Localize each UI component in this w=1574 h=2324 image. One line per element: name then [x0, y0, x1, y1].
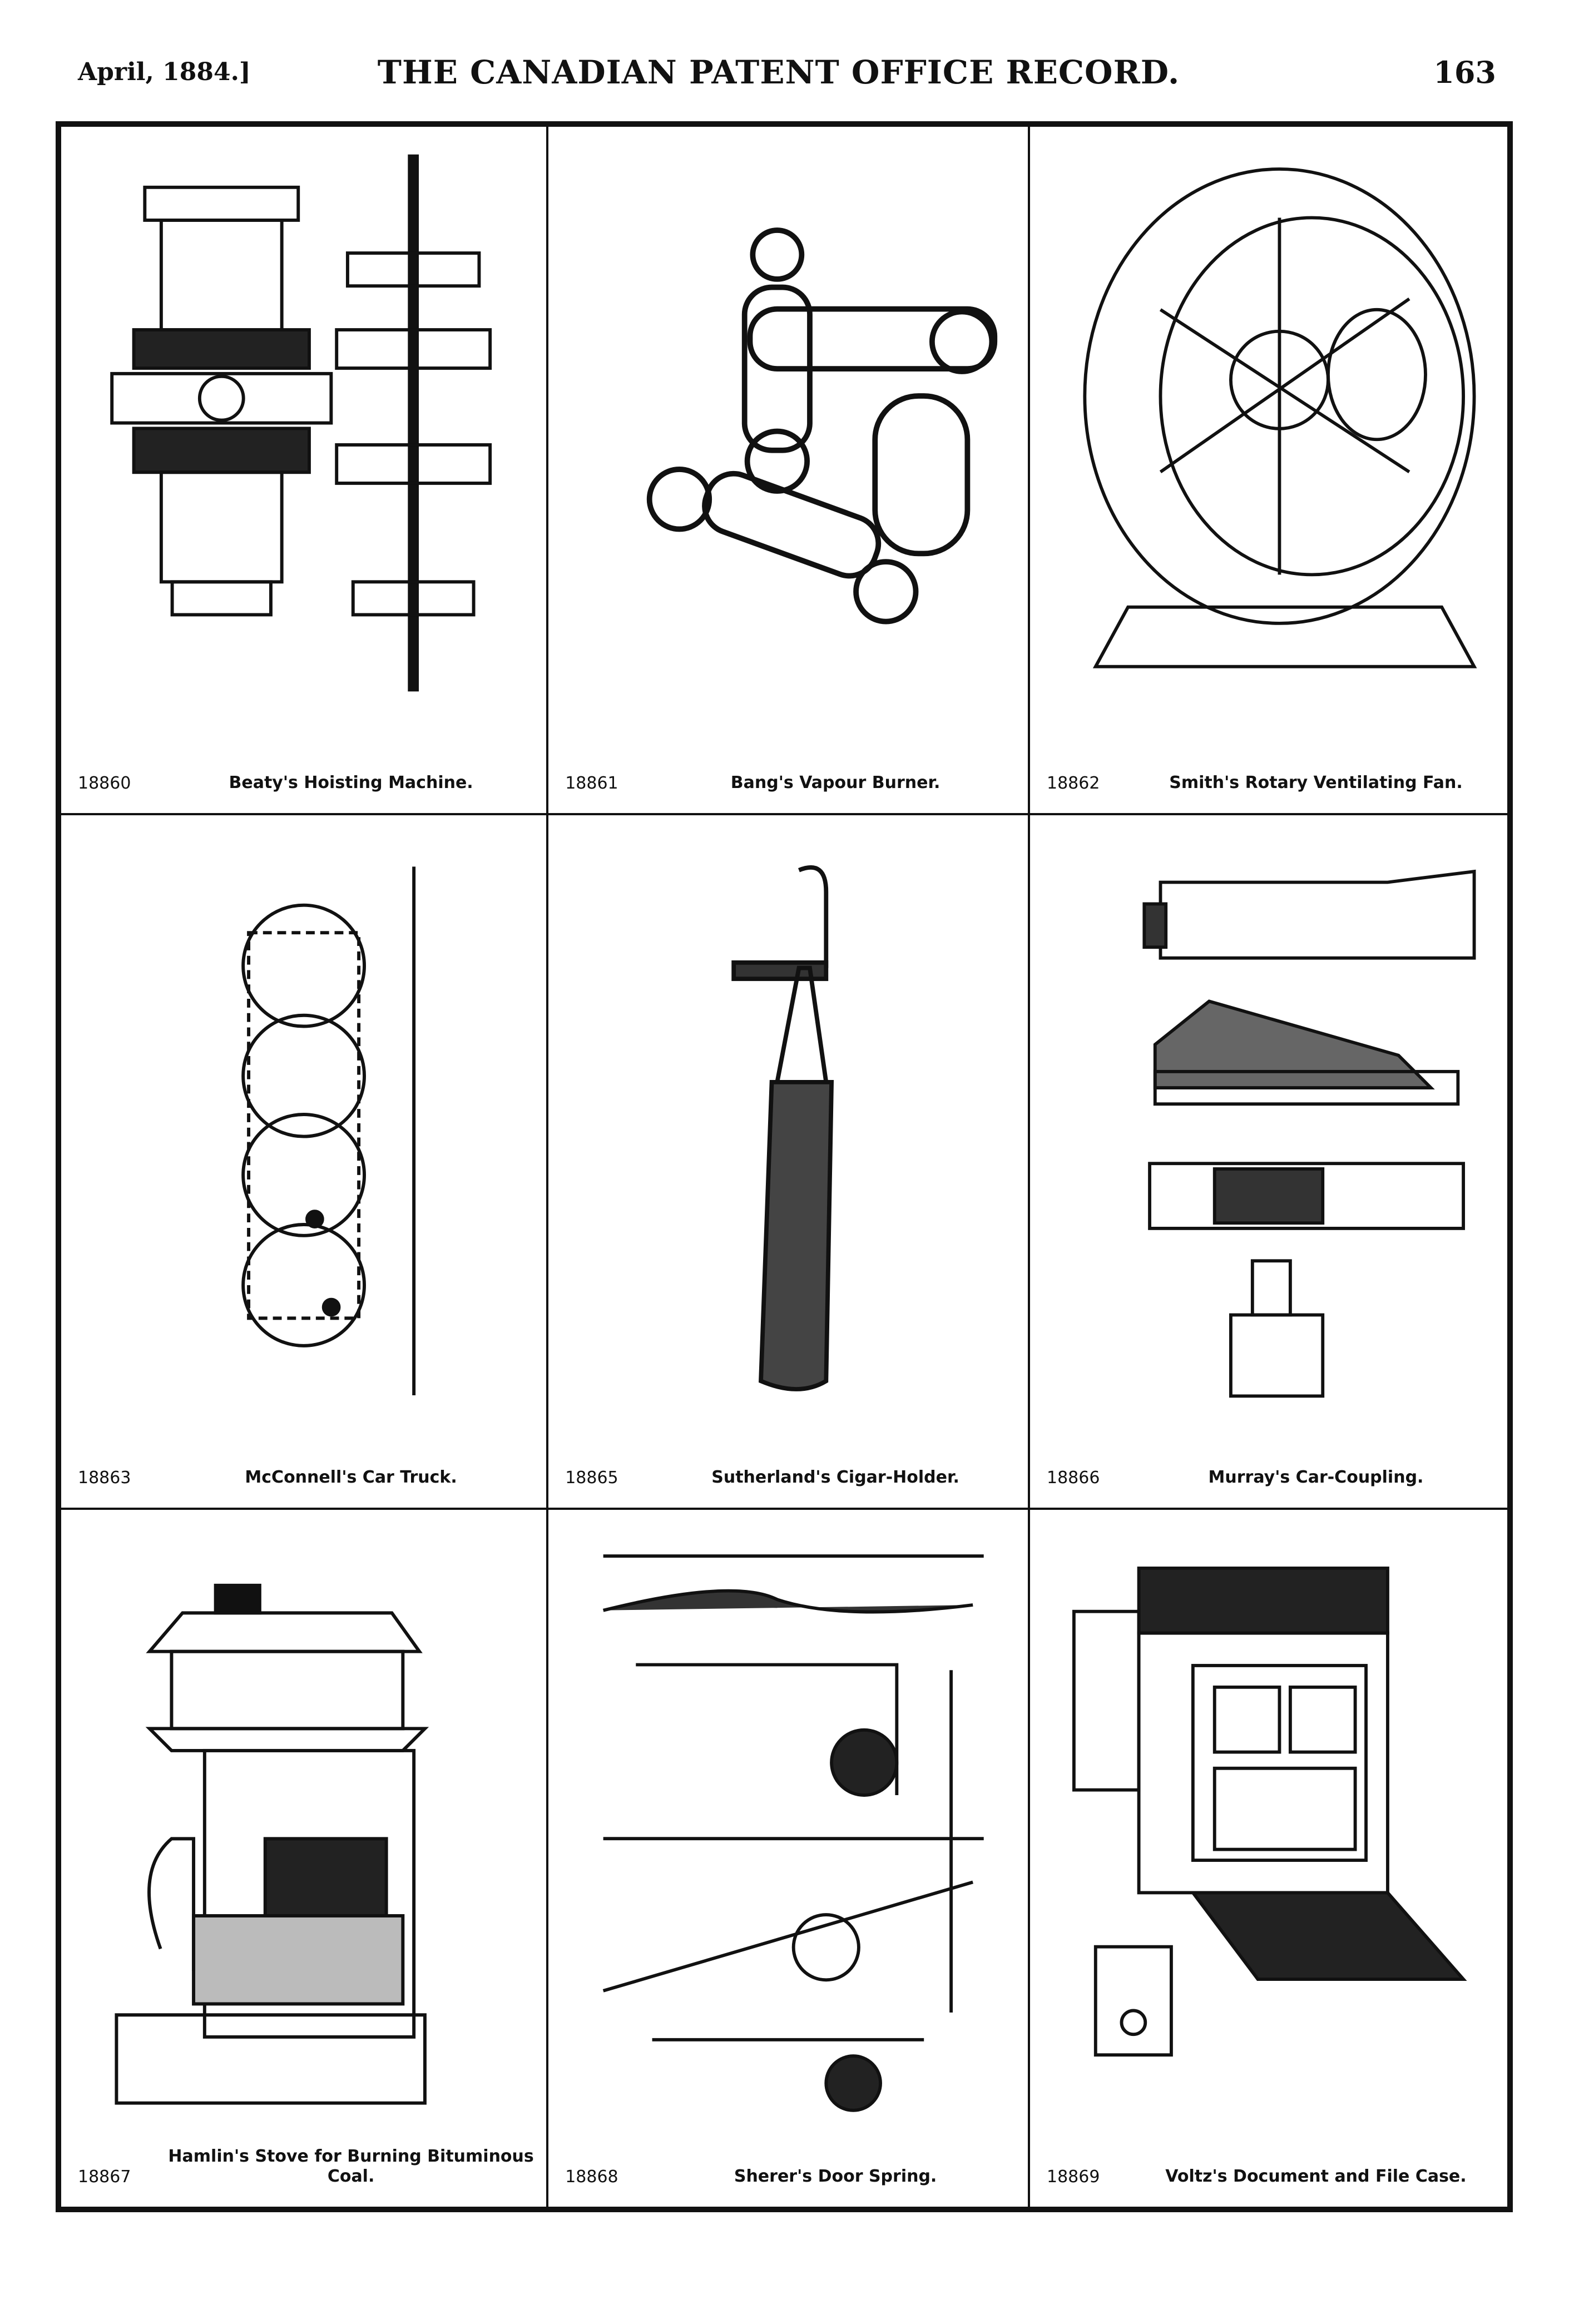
patent-number: 18865	[565, 1468, 618, 1488]
patent-entry: 18868 Sherer's Door Spring.	[548, 1510, 1030, 2207]
patent-entry: 18860 Beaty's Hoisting Machine.	[61, 127, 549, 815]
publication-title: THE CANADIAN PATENT OFFICE RECORD.	[377, 53, 1180, 91]
ventilating-fan-drawing	[1052, 143, 1485, 746]
vapour-burner-drawing	[571, 143, 1006, 746]
entry-caption: 18868 Sherer's Door Spring.	[565, 2152, 1017, 2191]
cigar-holder-drawing	[571, 832, 1006, 1441]
page-header: April, 1884.] THE CANADIAN PATENT OFFICE…	[61, 53, 1496, 98]
entry-caption: 18861 Bang's Vapour Burner.	[565, 759, 1017, 797]
page-number: 163	[1433, 54, 1496, 90]
patent-title: McConnell's Car Truck.	[245, 1468, 457, 1488]
entry-caption: 18866 Murray's Car-Coupling.	[1047, 1453, 1496, 1492]
entry-caption: 18862 Smith's Rotary Ventilating Fan.	[1047, 759, 1496, 797]
patent-number: 18868	[565, 2167, 618, 2187]
patent-entry: 18869 Voltz's Document and File Case.	[1030, 1510, 1507, 2207]
patent-number: 18866	[1046, 1468, 1100, 1488]
patent-entry: 18867 Hamlin's Stove for Burning Bitumin…	[61, 1510, 549, 2207]
patent-entry: 18861 Bang's Vapour Burner.	[548, 127, 1030, 815]
patent-title: Sutherland's Cigar-Holder.	[711, 1468, 959, 1488]
patent-entry: 18865 Sutherland's Cigar-Holder.	[548, 815, 1030, 1510]
patent-illustration-grid: 18860 Beaty's Hoisting Machine. 18861 Ba…	[56, 121, 1513, 2212]
patent-title: Murray's Car-Coupling.	[1208, 1468, 1424, 1488]
issue-date: April, 1884.]	[78, 58, 251, 86]
entry-caption: 18860 Beaty's Hoisting Machine.	[78, 759, 535, 797]
patent-number: 18867	[78, 2167, 131, 2187]
patent-entry: 18863 McConnell's Car Truck.	[61, 815, 549, 1510]
patent-title: Sherer's Door Spring.	[734, 2166, 937, 2186]
entry-caption: 18867 Hamlin's Stove for Burning Bitumin…	[78, 2147, 535, 2191]
patent-number: 18861	[565, 773, 618, 793]
patent-number: 18862	[1046, 773, 1100, 793]
entry-caption: 18869 Voltz's Document and File Case.	[1047, 2152, 1496, 2191]
patent-title: Bang's Vapour Burner.	[730, 772, 941, 792]
patent-entry: 18862 Smith's Rotary Ventilating Fan.	[1029, 127, 1507, 815]
entry-caption: 18863 McConnell's Car Truck.	[78, 1453, 535, 1492]
patent-number: 18860	[78, 773, 131, 793]
patent-number: 18869	[1046, 2167, 1100, 2187]
patent-title: Voltz's Document and File Case.	[1165, 2166, 1467, 2186]
file-case-drawing	[1052, 1527, 1485, 2140]
door-spring-drawing	[571, 1527, 1006, 2140]
hoisting-machine-drawing	[83, 143, 524, 746]
patent-entry: 18866 Murray's Car-Coupling.	[1029, 815, 1507, 1510]
patent-title: Beaty's Hoisting Machine.	[229, 772, 473, 792]
car-truck-drawing	[83, 832, 524, 1441]
stove-drawing	[83, 1527, 524, 2140]
car-coupling-drawing	[1052, 832, 1485, 1441]
patent-title: Hamlin's Stove for Burning Bituminous Co…	[168, 2146, 534, 2186]
entry-caption: 18865 Sutherland's Cigar-Holder.	[565, 1453, 1017, 1492]
patent-number: 18863	[78, 1468, 131, 1488]
patent-title: Smith's Rotary Ventilating Fan.	[1169, 772, 1463, 792]
